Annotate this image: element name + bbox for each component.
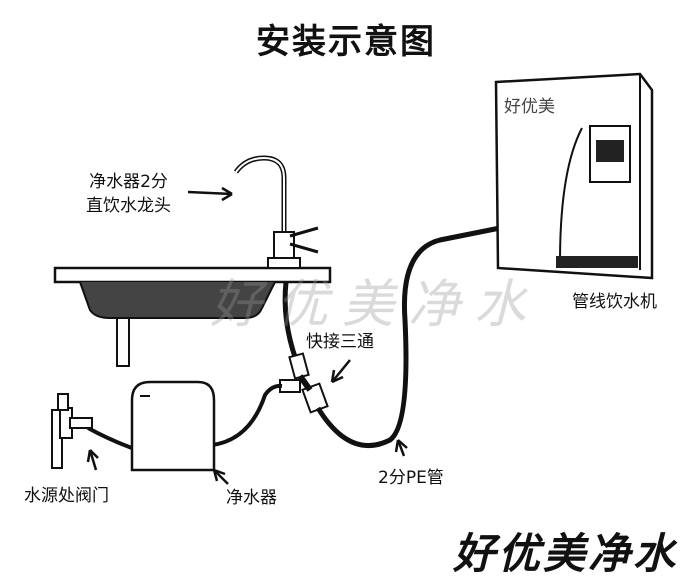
faucet-label: 净水器2分 直饮水龙头 — [86, 170, 171, 218]
pointer-arrows — [86, 186, 408, 485]
faucet-label-line2: 直饮水龙头 — [86, 196, 171, 216]
source-supply-pipe — [87, 426, 133, 450]
sink-drain-pipe — [116, 317, 130, 367]
pipe-label: 2分PE管 — [378, 468, 444, 488]
purifier-label: 净水器 — [226, 488, 277, 508]
dispenser-brand-label: 好优美 — [504, 97, 555, 117]
footer-brand: 好优美净水 — [452, 529, 678, 578]
faucet-label-line1: 净水器2分 — [89, 172, 168, 192]
watermark: 好优美净水 — [210, 275, 541, 335]
valve-label: 水源处阀门 — [24, 486, 109, 506]
quick-connect-tee — [279, 352, 329, 414]
sink — [53, 266, 332, 367]
tee-label: 快接三通 — [306, 332, 374, 352]
dispenser-label: 管线饮水机 — [572, 292, 657, 312]
purifier-output-pipe — [211, 383, 283, 447]
faucet — [233, 155, 319, 269]
water-purifier — [130, 380, 216, 472]
faucet-supply-pipe — [282, 281, 299, 361]
source-valve — [51, 393, 93, 469]
pe-pipe-to-dispenser — [315, 225, 501, 449]
pipeline-water-dispenser — [494, 72, 654, 280]
diagram-title: 安装示意图 — [256, 22, 436, 62]
